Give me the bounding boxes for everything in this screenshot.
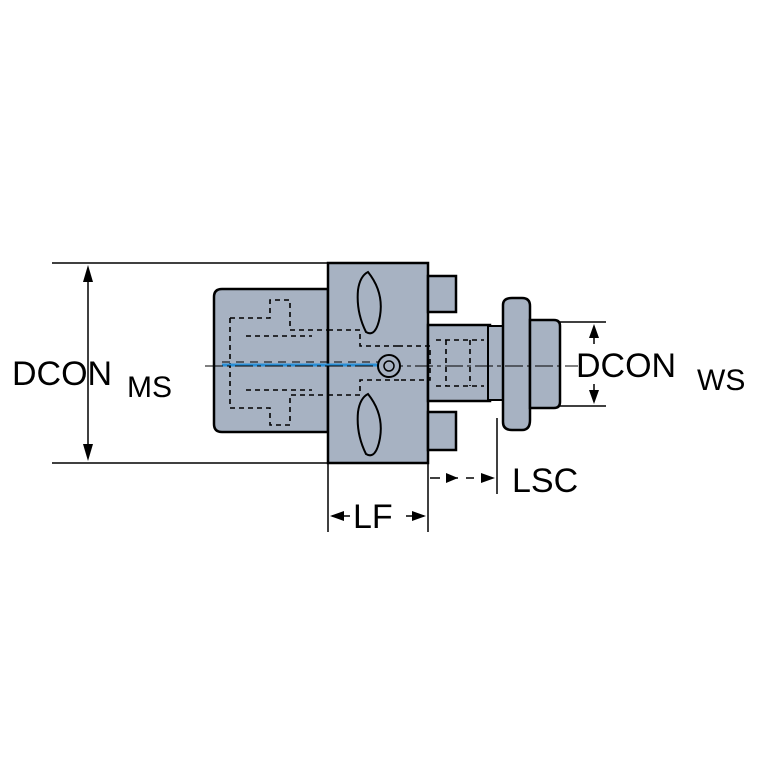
- upper-cam-slot: [356, 270, 382, 335]
- dcon-ws-label: DCON: [576, 347, 676, 385]
- lsc-label: LSC: [512, 462, 578, 500]
- dcon-ms-subscript: MS: [127, 371, 172, 404]
- dcon-ms-label: DCON: [12, 355, 112, 393]
- dcon-ws-subscript: WS: [697, 364, 745, 397]
- work-side-coupling: [528, 318, 562, 410]
- work-side-flange: [501, 296, 532, 432]
- lf-dimension: [327, 463, 429, 532]
- coolant-screw: [377, 354, 401, 378]
- machine-side-shank: [212, 287, 330, 434]
- upper-clamp-lug: [426, 274, 458, 314]
- hidden-lines: [229, 299, 484, 426]
- neck-segment: [426, 323, 492, 403]
- lower-clamp-lug: [426, 410, 458, 452]
- dcon-ws-dimension: [558, 321, 606, 407]
- spring-collar: [487, 325, 505, 401]
- lsc-dimension: [430, 418, 498, 494]
- dcon-ms-dimension: [52, 262, 330, 464]
- coolant-screw-inner: [383, 360, 395, 372]
- lf-label: LF: [353, 498, 393, 536]
- lower-cam-slot: [356, 392, 382, 457]
